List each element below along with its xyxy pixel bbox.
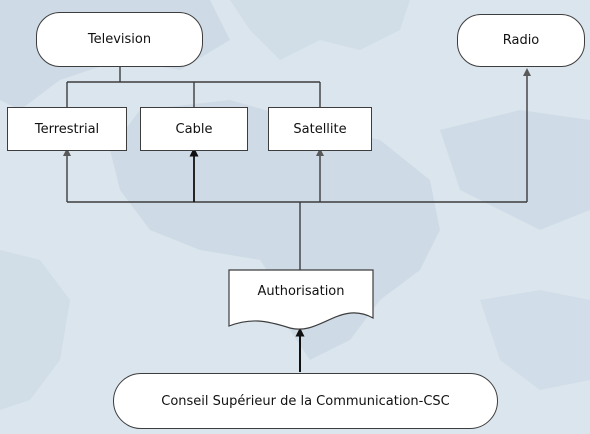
radio-label: Radio	[502, 33, 540, 48]
terrestrial-label: Terrestrial	[34, 121, 100, 137]
csc-label: Conseil Supérieur de la Communication-CS…	[161, 393, 450, 409]
authorisation-node: Authorisation	[229, 270, 373, 330]
landmass-shape	[440, 110, 590, 230]
landmass-shape	[0, 250, 70, 410]
landmass-shape	[230, 0, 410, 60]
satellite-node: Satellite	[268, 107, 372, 151]
cable-label: Cable	[175, 121, 213, 137]
csc-node: Conseil Supérieur de la Communication-CS…	[113, 373, 498, 429]
television-hierarchy-lines	[66, 67, 321, 107]
terrestrial-node: Terrestrial	[7, 107, 127, 151]
landmass-shape	[480, 290, 590, 390]
authorisation-label: Authorisation	[257, 284, 345, 299]
authorisation-document-shape	[228, 269, 374, 330]
satellite-label: Satellite	[293, 121, 347, 137]
authorisation-distribution-lines	[63, 68, 531, 270]
cable-node: Cable	[140, 107, 248, 151]
television-label: Television	[87, 32, 152, 47]
television-node: Television	[36, 12, 203, 67]
radio-node: Radio	[457, 14, 585, 67]
